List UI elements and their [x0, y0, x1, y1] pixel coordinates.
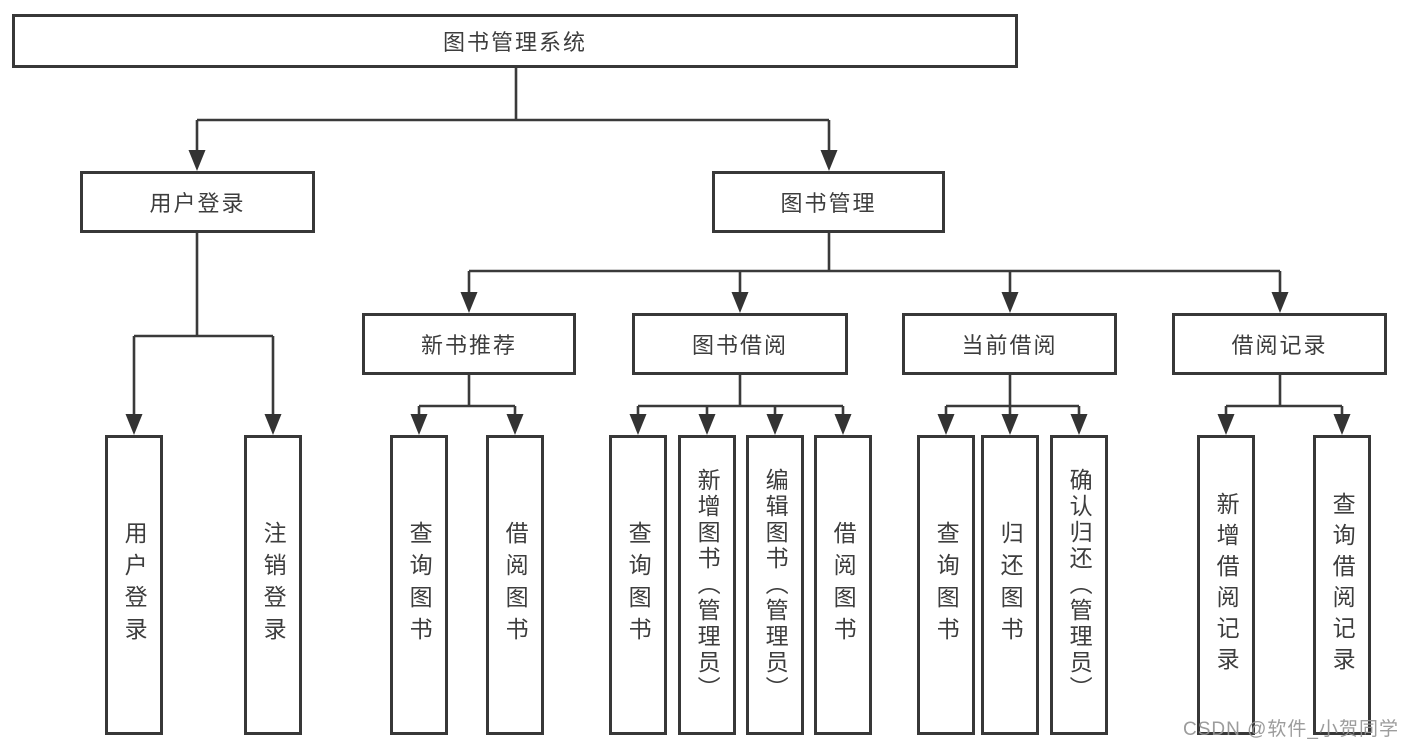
leaf-recommend-borrow-books-label: 借阅图书 — [502, 521, 529, 649]
node-borrowing-records-label: 借阅记录 — [1231, 333, 1328, 358]
node-root: 图书管理系统 — [12, 14, 1018, 68]
arrowhead — [188, 150, 206, 171]
node-new-book-recommend-label: 新书推荐 — [420, 333, 517, 358]
node-book-management-label: 图书管理 — [780, 191, 877, 216]
node-book-borrowing-label: 图书借阅 — [691, 333, 788, 358]
connector-book-management-to-level2 — [467, 233, 1282, 305]
arrowhead — [125, 414, 143, 435]
node-user-login-label: 用户登录 — [149, 191, 246, 216]
arrowhead — [410, 414, 428, 435]
leaf-current-confirm-return: 确认归还（管理员） — [1050, 435, 1108, 735]
leaf-current-confirm-return-label: 确认归还（管理员） — [1066, 468, 1093, 702]
connector-user-login-to-leaves — [132, 233, 275, 427]
connector-root-to-level1 — [195, 68, 831, 163]
arrowhead — [1217, 414, 1235, 435]
leaf-borrowing-edit-books-label: 编辑图书（管理员） — [762, 468, 789, 702]
leaf-records-query-record: 查询借阅记录 — [1313, 435, 1371, 735]
node-book-borrowing: 图书借阅 — [632, 313, 848, 375]
leaf-user-login-label: 用户登录 — [121, 521, 148, 649]
arrowhead — [698, 414, 716, 435]
node-book-management: 图书管理 — [712, 171, 945, 233]
leaf-current-return-books-label: 归还图书 — [997, 521, 1024, 649]
connector-book-borrowing-to-leaves — [636, 375, 845, 427]
node-new-book-recommend: 新书推荐 — [362, 313, 576, 375]
leaf-recommend-borrow-books: 借阅图书 — [486, 435, 544, 735]
node-current-borrowing-label: 当前借阅 — [961, 333, 1058, 358]
leaf-borrowing-borrow-books: 借阅图书 — [814, 435, 872, 735]
leaf-current-query-books-label: 查询图书 — [933, 521, 960, 649]
leaf-borrowing-edit-books: 编辑图书（管理员） — [746, 435, 804, 735]
arrowhead — [820, 150, 838, 171]
arrowhead — [834, 414, 852, 435]
leaf-current-return-books: 归还图书 — [981, 435, 1039, 735]
arrowhead — [1333, 414, 1351, 435]
arrowhead — [264, 414, 282, 435]
connector-new-book-recommend-to-leaves — [417, 375, 517, 427]
node-user-login: 用户登录 — [80, 171, 315, 233]
node-root-label: 图书管理系统 — [442, 30, 587, 55]
arrowhead — [506, 414, 524, 435]
arrowhead — [766, 414, 784, 435]
leaf-recommend-query-books-label: 查询图书 — [406, 521, 433, 649]
leaf-recommend-query-books: 查询图书 — [390, 435, 448, 735]
arrowhead — [937, 414, 955, 435]
arrowhead — [1001, 292, 1019, 313]
node-current-borrowing: 当前借阅 — [902, 313, 1117, 375]
leaf-logout: 注销登录 — [244, 435, 302, 735]
leaf-logout-label: 注销登录 — [260, 521, 287, 649]
node-borrowing-records: 借阅记录 — [1172, 313, 1387, 375]
arrowhead — [460, 292, 478, 313]
connector-borrowing-records-to-leaves — [1224, 375, 1344, 427]
arrowhead — [1001, 414, 1019, 435]
arrowhead — [629, 414, 647, 435]
leaf-records-query-record-label: 查询借阅记录 — [1329, 492, 1356, 678]
leaf-records-add-record: 新增借阅记录 — [1197, 435, 1255, 735]
leaf-borrowing-query-books-label: 查询图书 — [625, 521, 652, 649]
csdn-watermark: CSDN @软件_小贺同学 — [1183, 719, 1399, 740]
leaf-user-login: 用户登录 — [105, 435, 163, 735]
leaf-borrowing-query-books: 查询图书 — [609, 435, 667, 735]
leaf-current-query-books: 查询图书 — [917, 435, 975, 735]
leaf-borrowing-add-books: 新增图书（管理员） — [678, 435, 736, 735]
arrowhead — [1271, 292, 1289, 313]
leaf-records-add-record-label: 新增借阅记录 — [1213, 492, 1240, 678]
arrowhead — [1070, 414, 1088, 435]
leaf-borrowing-add-books-label: 新增图书（管理员） — [694, 468, 721, 702]
arrowhead — [731, 292, 749, 313]
leaf-borrowing-borrow-books-label: 借阅图书 — [830, 521, 857, 649]
